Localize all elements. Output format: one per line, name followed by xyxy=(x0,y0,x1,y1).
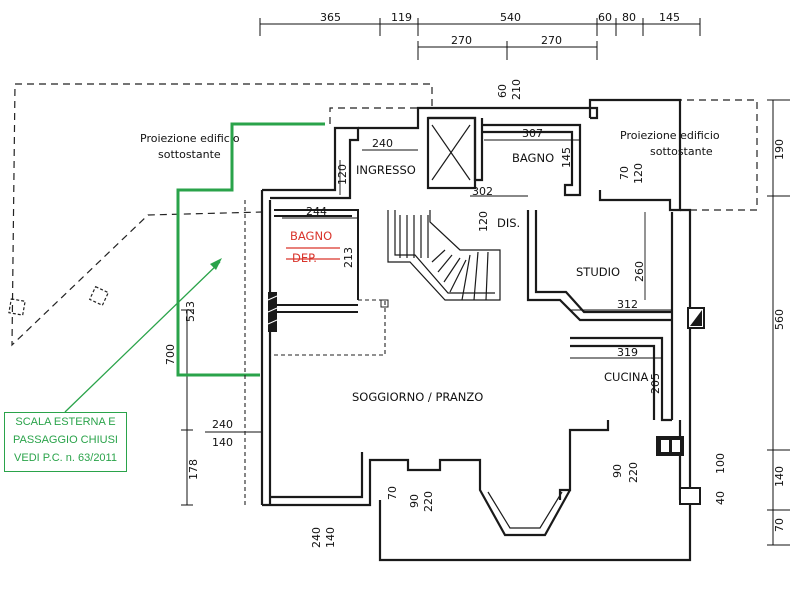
column-small xyxy=(380,299,389,308)
dim-120-studio: 120 xyxy=(632,163,645,184)
kitchen-box-inner xyxy=(661,440,669,452)
dim-60: 60 xyxy=(598,11,612,24)
dim-213: 213 xyxy=(342,247,355,268)
dim-220-bottom: 220 xyxy=(422,491,435,512)
inner-dimension-lines xyxy=(282,134,672,359)
room-bagno-old: BAGNO xyxy=(290,229,332,243)
proj-right-label-1: Proiezione edificio xyxy=(620,129,720,142)
kitchen-box-inner-2 xyxy=(672,440,680,452)
dim-270-a: 270 xyxy=(451,34,472,47)
room-ingresso: INGRESSO xyxy=(356,163,416,177)
dim-90-bottom: 90 xyxy=(408,494,421,508)
green-note-box: SCALA ESTERNA E PASSAGGIO CHIUSI VEDI P.… xyxy=(4,412,127,472)
dim-140-right: 140 xyxy=(773,466,786,487)
dim-190: 190 xyxy=(773,139,786,160)
staircase xyxy=(387,210,501,301)
outdoor-box xyxy=(679,487,701,505)
dim-70-right: 70 xyxy=(773,518,786,532)
dim-700: 700 xyxy=(164,344,177,365)
top-dimension-chain xyxy=(259,18,701,60)
dim-312: 312 xyxy=(617,298,638,311)
dim-145: 145 xyxy=(659,11,680,24)
room-studio: STUDIO xyxy=(576,265,620,279)
dim-365: 365 xyxy=(320,11,341,24)
proj-right-label-2: sottostante xyxy=(650,145,713,158)
dim-302: 302 xyxy=(472,185,493,198)
dim-145-bagno: 145 xyxy=(560,147,573,168)
note-line-3: VEDI P.C. n. 63/2011 xyxy=(14,452,117,464)
dim-270-b: 270 xyxy=(541,34,562,47)
dim-70-bottom: 70 xyxy=(386,486,399,500)
chimney-hatch xyxy=(267,292,278,332)
room-bagno: BAGNO xyxy=(512,151,554,165)
green-stair-outline xyxy=(176,122,325,377)
dashed-squares xyxy=(8,285,110,316)
projection-outline-left xyxy=(11,83,433,347)
dim-100-right: 100 xyxy=(714,453,727,474)
dim-80: 80 xyxy=(622,11,636,24)
proj-left-label-2: sottostante xyxy=(158,148,221,161)
dim-120-ingresso: 120 xyxy=(336,164,349,185)
dim-560: 560 xyxy=(773,309,786,330)
dim-210-stair: 210 xyxy=(510,79,523,100)
room-dep: DEP. xyxy=(292,251,317,265)
dim-240-ingresso: 240 xyxy=(372,137,393,150)
dim-260: 260 xyxy=(633,261,646,282)
dashed-partitions xyxy=(244,200,386,505)
dim-90-right: 90 xyxy=(611,464,624,478)
room-soggiorno: SOGGIORNO / PRANZO xyxy=(352,390,483,404)
exterior-walls xyxy=(260,98,692,562)
note-line-1: SCALA ESTERNA E xyxy=(15,416,116,428)
void-cross-box xyxy=(431,124,471,181)
dim-40-right: 40 xyxy=(714,491,727,505)
dim-60-stair: 60 xyxy=(496,84,509,98)
left-dimension-chain xyxy=(181,309,262,506)
dim-540: 540 xyxy=(500,11,521,24)
dim-240-left: 240 xyxy=(212,418,233,431)
dim-140-bottom: 140 xyxy=(324,527,337,548)
dim-319: 319 xyxy=(617,346,638,359)
proj-left-label-1: Proiezione edificio xyxy=(140,132,240,145)
dim-240-bottom: 240 xyxy=(310,527,323,548)
dim-523: 523 xyxy=(184,301,197,322)
room-cucina: CUCINA xyxy=(604,370,648,384)
chimney-right-top-fill xyxy=(690,310,702,326)
bagno-dep-walls xyxy=(270,209,359,313)
note-line-2: PASSAGGIO CHIUSI xyxy=(13,434,118,446)
dim-70-studio: 70 xyxy=(618,166,631,180)
dim-220-right: 220 xyxy=(627,462,640,483)
green-arrow-head xyxy=(210,258,222,270)
right-dimension-chain xyxy=(767,99,790,546)
green-pointer-arrow xyxy=(64,261,221,413)
dim-119: 119 xyxy=(391,11,412,24)
dim-307: 307 xyxy=(522,127,543,140)
dim-205: 205 xyxy=(649,373,662,394)
dim-140-left: 140 xyxy=(212,436,233,449)
dim-244: 244 xyxy=(306,205,327,218)
dim-178: 178 xyxy=(187,459,200,480)
room-dis: DIS. xyxy=(497,216,520,230)
dim-120-dis: 120 xyxy=(477,211,490,232)
